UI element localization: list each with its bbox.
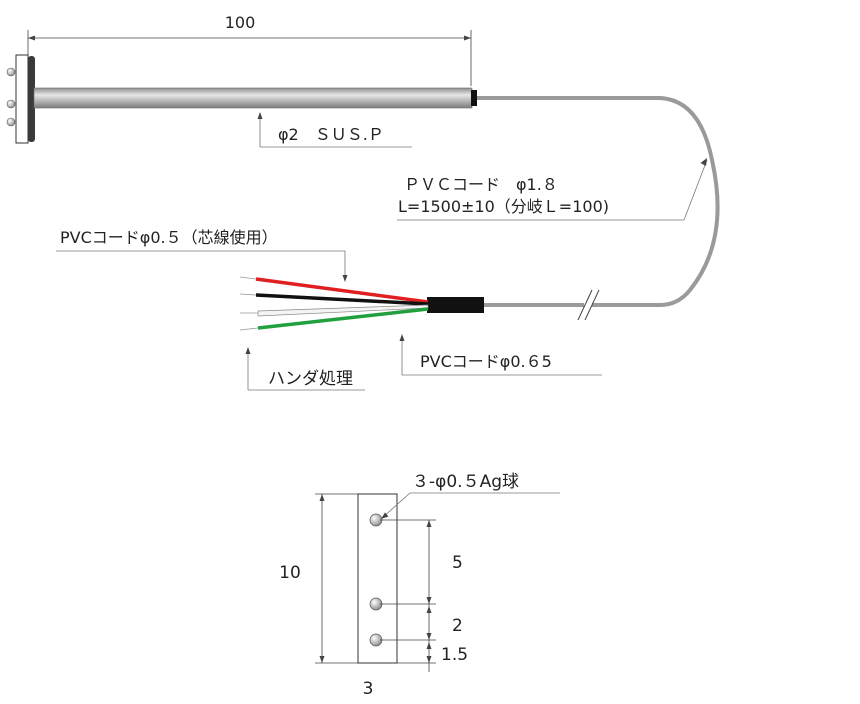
ball-icon bbox=[6, 117, 16, 127]
dimension-height bbox=[315, 493, 358, 664]
label-pvc-18-line1: ＰＶＣコード φ1.８ bbox=[404, 175, 558, 194]
ball-icon bbox=[6, 99, 16, 109]
leader-pvc-05 bbox=[56, 250, 348, 282]
dimension-length bbox=[27, 30, 472, 86]
gray-cable bbox=[477, 96, 720, 307]
label-pvc-065: PVCコードφ0.６5 bbox=[420, 352, 552, 371]
label-length: 100 bbox=[225, 13, 256, 32]
leader-solder bbox=[245, 347, 365, 391]
leader-pvc-065 bbox=[399, 334, 602, 376]
wire-red bbox=[255, 277, 429, 304]
label-probe-spec: φ2 ＳＵＳ.Ｐ bbox=[278, 125, 384, 144]
label-spacing-5: 5 bbox=[452, 553, 463, 573]
sensor-head bbox=[6, 54, 35, 144]
label-balls: ３-φ0.５Ag球 bbox=[412, 472, 519, 492]
wire-white bbox=[257, 304, 429, 317]
wire-green bbox=[257, 307, 429, 330]
label-width: 3 bbox=[363, 679, 374, 699]
label-pvc-18-line2: L=1500±10（分岐Ｌ=100) bbox=[398, 197, 609, 216]
wire-black bbox=[255, 293, 429, 306]
break-mark bbox=[577, 289, 600, 321]
ball-icon bbox=[6, 67, 16, 77]
label-pvc-05: PVCコードφ0.５（芯線使用） bbox=[60, 228, 278, 247]
leader-probe-spec bbox=[257, 112, 412, 148]
wire-bundle bbox=[239, 276, 429, 331]
leader-balls bbox=[381, 492, 560, 519]
label-spacing-2: 2 bbox=[452, 616, 463, 636]
label-solder: ハンダ処理 bbox=[268, 369, 353, 389]
rod-end-cap bbox=[471, 90, 477, 106]
label-spacing-15: 1.5 bbox=[441, 645, 468, 665]
leader-pvc-18 bbox=[397, 158, 708, 221]
label-height: 10 bbox=[279, 563, 301, 583]
black-sleeve bbox=[427, 297, 484, 313]
probe-rod bbox=[33, 87, 473, 109]
dimension-chain bbox=[380, 519, 436, 672]
